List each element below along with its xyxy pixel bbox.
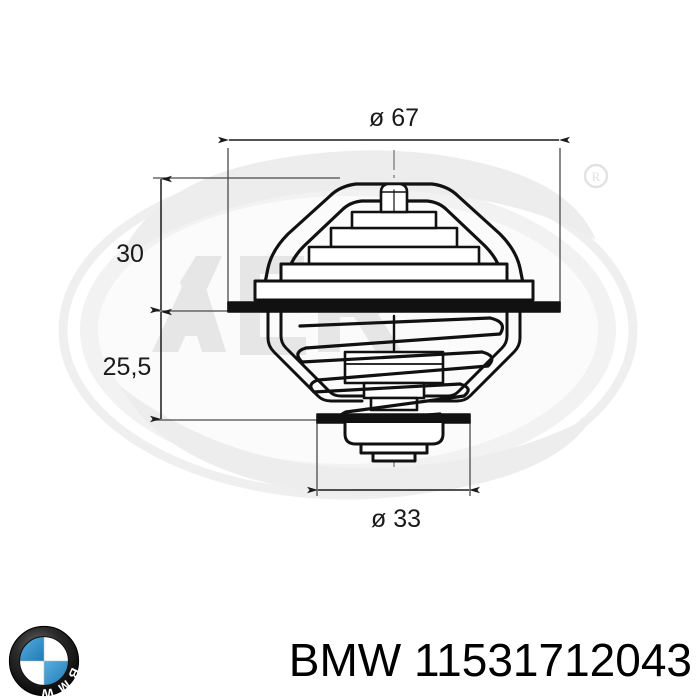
valve-disc-plate: [316, 413, 471, 424]
frame-leg-right: [424, 311, 522, 403]
dimension-diameter-top: ø 67: [218, 104, 570, 310]
valve-cup: [343, 421, 445, 463]
dimension-label-height-upper: 30: [116, 240, 144, 268]
part-identification-bar: BMW BMW 11531712043: [0, 620, 700, 700]
dimension-diameter-bottom: ø 33: [307, 420, 480, 533]
thermostat-drawing: R ø 67 30: [58, 104, 638, 533]
part-number-container: BMW 11531712043: [0, 620, 700, 700]
dimension-height-lower: 25,5: [103, 308, 330, 423]
dimension-height-upper: 30: [116, 175, 390, 314]
flange-plate: [227, 301, 561, 313]
dimension-label-height-lower: 25,5: [103, 353, 152, 381]
frame-leg-left: [266, 311, 364, 403]
dimension-label-diameter-top: ø 67: [369, 104, 419, 132]
part-number-label: BMW 11531712043: [288, 634, 692, 686]
svg-text:R: R: [592, 169, 601, 184]
thermostat-assembly: [227, 182, 561, 463]
centre-pin: [379, 182, 409, 214]
technical-drawing-canvas: R ø 67 30: [58, 104, 638, 533]
registered-trademark-icon: R: [583, 163, 609, 189]
bmw-roundel-logo: BMW: [8, 625, 80, 697]
dimension-label-diameter-bottom: ø 33: [371, 505, 421, 533]
upper-collar-stack: [307, 210, 481, 266]
housing-body: [253, 262, 535, 302]
